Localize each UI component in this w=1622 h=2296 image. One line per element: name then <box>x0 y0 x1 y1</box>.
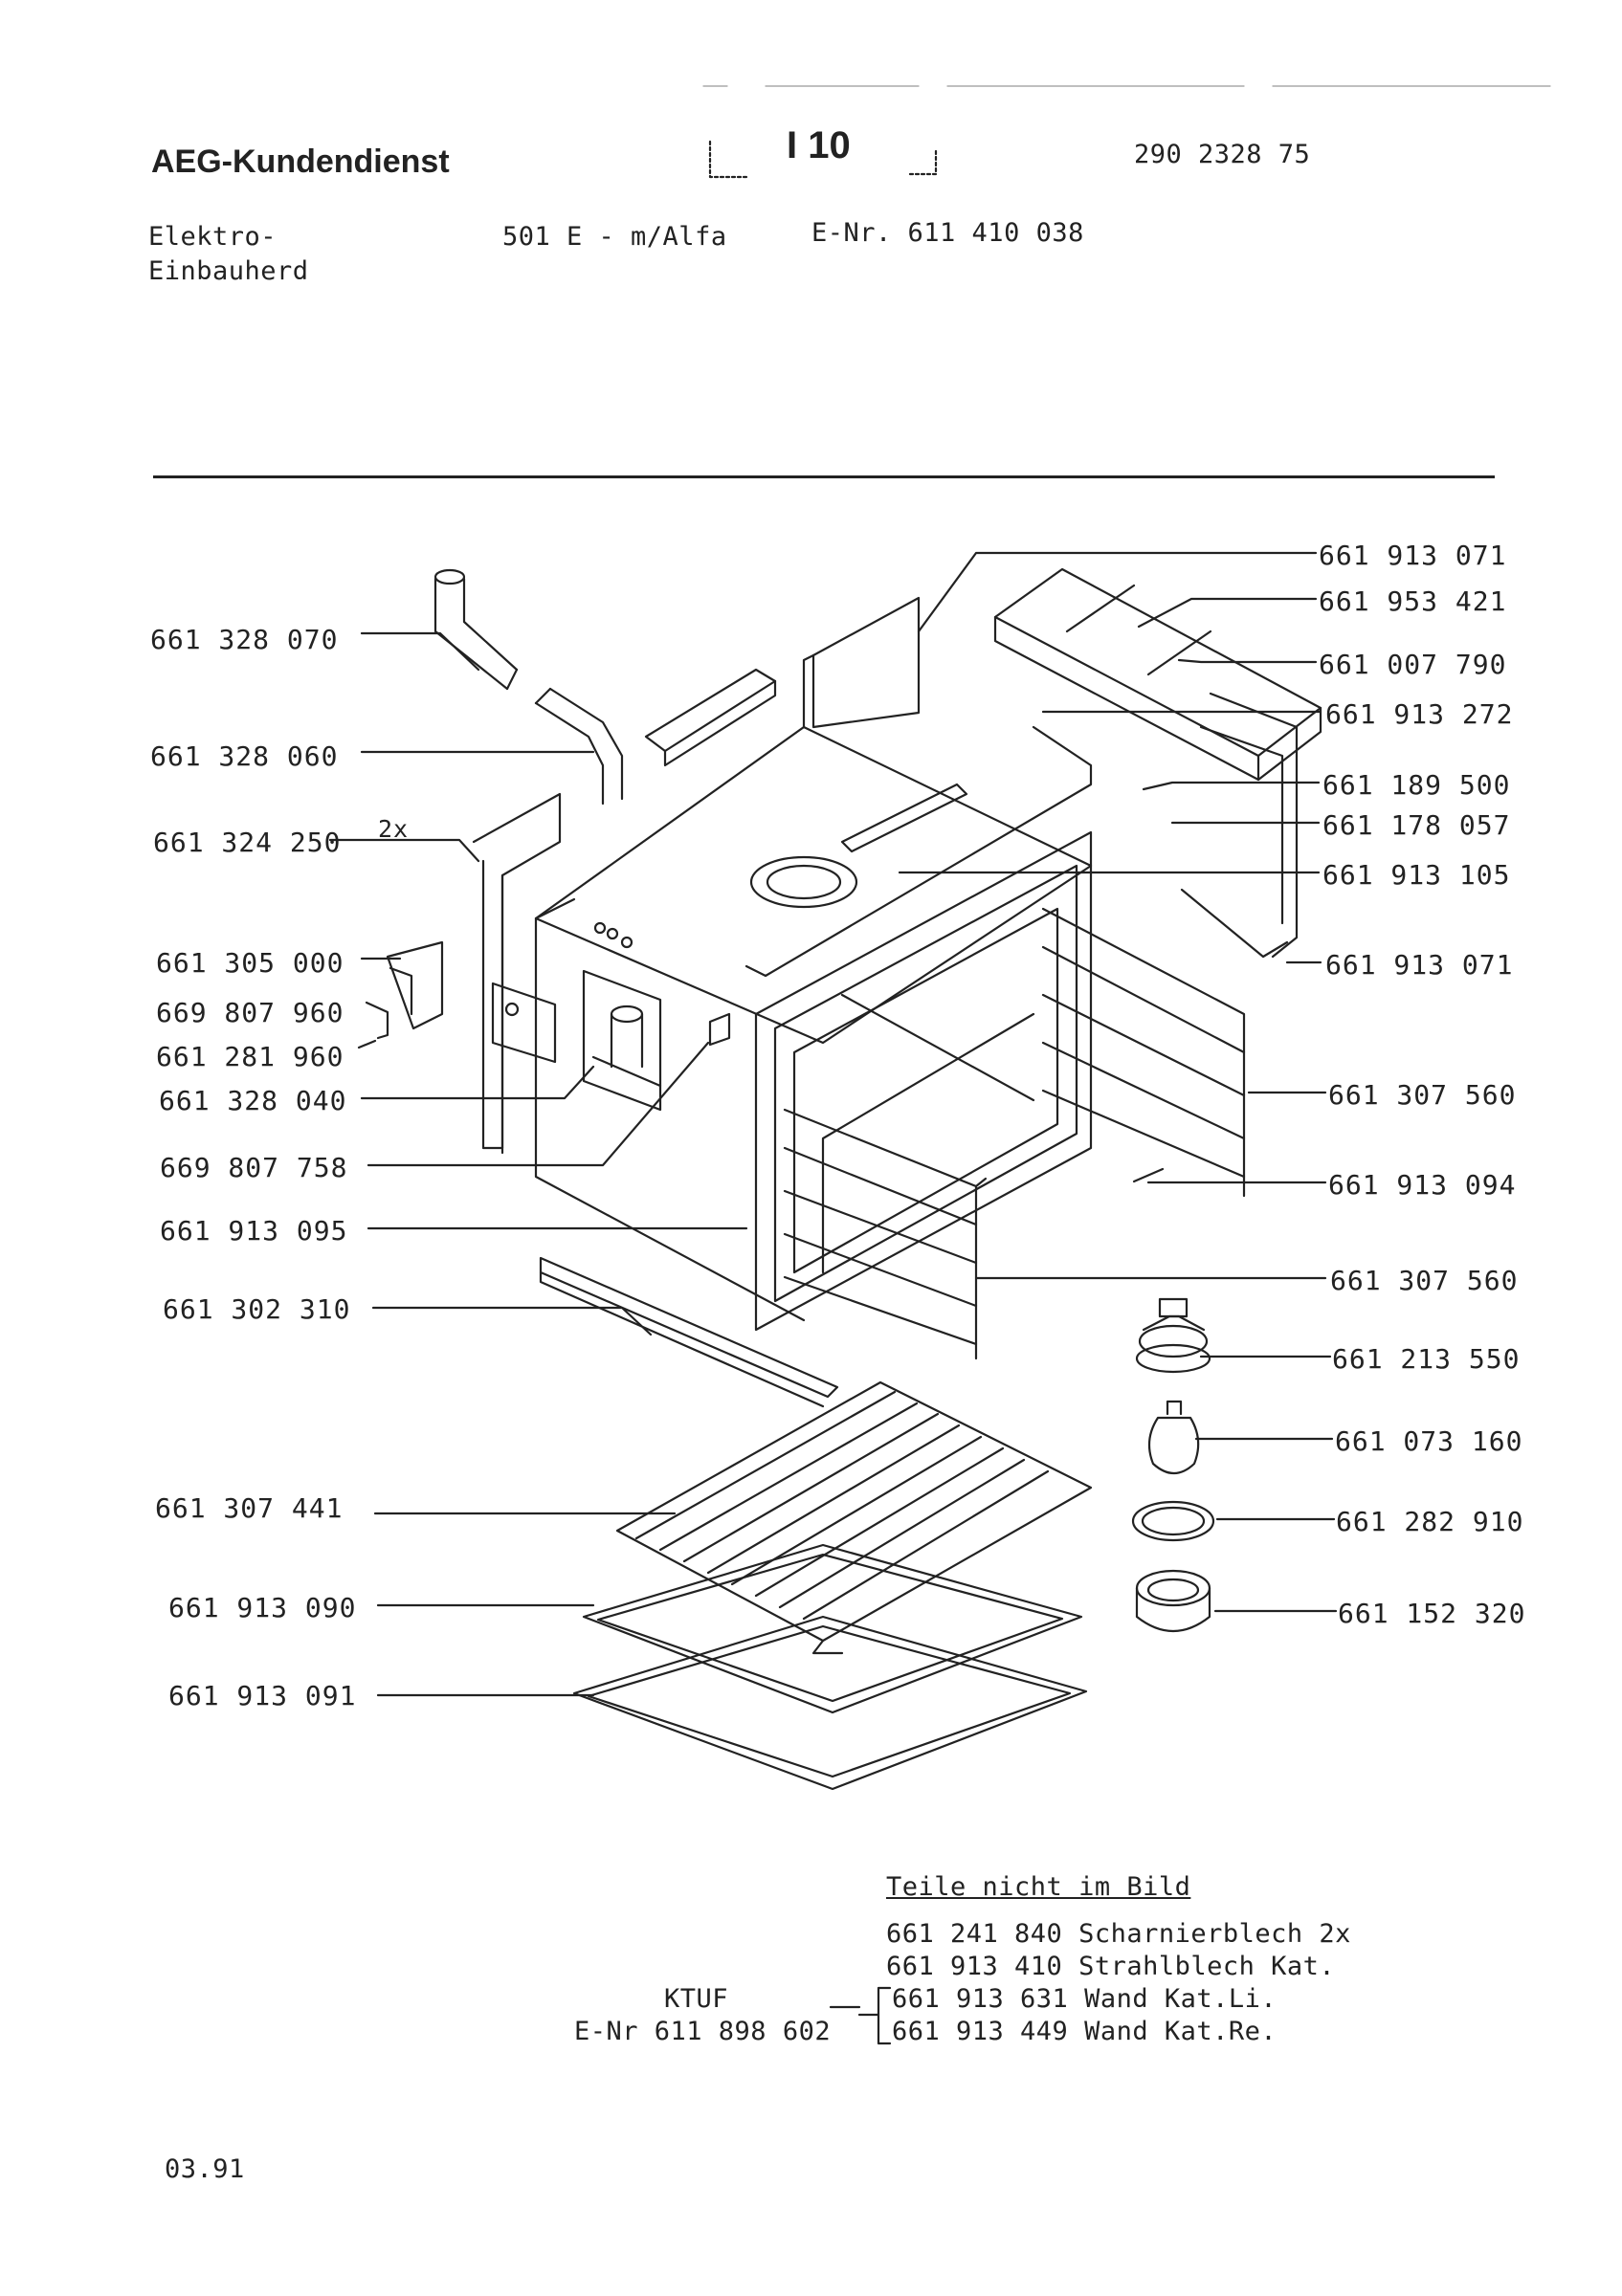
part-label-left: 661 913 091 <box>168 1680 357 1711</box>
part-label-right: 661 913 071 <box>1319 540 1507 571</box>
oven-front-frame <box>754 830 1093 1332</box>
insulation-top-strip <box>644 668 777 767</box>
bottom-strip <box>539 1256 839 1408</box>
part-label-right: 661 913 071 <box>1325 949 1514 981</box>
part-label-right: 661 307 560 <box>1330 1265 1519 1296</box>
lamp-bulb <box>1147 1400 1200 1475</box>
part-label-left: 661 913 095 <box>160 1215 348 1247</box>
not-shown-heading: Teile nicht im Bild <box>886 1872 1191 1902</box>
side-heat-plate <box>491 982 557 1064</box>
insulation-side-wrap <box>1180 692 1299 959</box>
side-strip-left <box>472 792 562 1155</box>
lamp-cover <box>1135 1569 1211 1633</box>
product-line-1: Elektro- <box>148 222 278 252</box>
part-label-right: 661 913 272 <box>1325 698 1514 730</box>
part-label-left: 661 328 070 <box>150 624 339 655</box>
part-label-right: 661 178 057 <box>1322 809 1511 841</box>
part-label-left: 669 807 758 <box>160 1152 348 1183</box>
ktuf-e-number: E-Nr 611 898 602 <box>574 2017 832 2046</box>
side-rack-left <box>783 1108 988 1360</box>
part-label-right: 661 213 550 <box>1332 1343 1521 1375</box>
lamp-gasket <box>1131 1500 1215 1542</box>
quantity-mark: 2x <box>378 815 410 843</box>
baking-tray <box>582 1543 1083 1714</box>
oven-housing <box>534 725 1093 1322</box>
top-cover-panel <box>993 567 1322 782</box>
bent-pipe-upper <box>433 568 519 691</box>
page-id-brackets <box>702 85 1551 179</box>
leader-lines-left <box>328 631 748 1697</box>
header-rule <box>153 475 1495 478</box>
part-label-left: 661 307 441 <box>155 1492 344 1524</box>
part-label-right: 661 953 421 <box>1319 585 1507 617</box>
not-shown-item: 661 913 449 Wand Kat.Re. <box>892 2017 1278 2046</box>
page-id: I 10 <box>787 124 851 166</box>
footer-date: 03.91 <box>165 2154 245 2184</box>
part-label-left: 661 328 060 <box>150 740 339 772</box>
part-label-right: 661 007 790 <box>1319 649 1507 680</box>
lamp-socket <box>1135 1297 1211 1374</box>
part-label-right: 661 152 320 <box>1338 1598 1526 1629</box>
not-shown-item: 661 913 410 Strahlblech Kat. <box>886 1952 1336 1981</box>
ktuf-bracket <box>829 1986 892 2045</box>
ktuf-label: KTUF <box>664 1984 729 2014</box>
part-label-right: 661 913 094 <box>1328 1169 1517 1201</box>
part-label-left: 661 913 090 <box>168 1592 357 1623</box>
small-clip-part <box>357 1001 389 1049</box>
part-label-right: 661 913 105 <box>1322 859 1511 891</box>
leader-lines-right <box>898 551 1338 1613</box>
bracket-part <box>386 940 444 1030</box>
part-label-right: 661 073 160 <box>1335 1425 1523 1457</box>
part-label-left: 661 324 250 <box>153 827 342 858</box>
part-label-left: 661 302 310 <box>163 1293 351 1325</box>
not-shown-item: 661 241 840 Scharnierblech 2x <box>886 1919 1351 1949</box>
bent-pipe-lower <box>534 687 624 806</box>
tray-frame <box>572 1615 1088 1791</box>
not-shown-item: 661 913 631 Wand Kat.Li. <box>892 1984 1278 2014</box>
doc-number: 290 2328 75 <box>1134 140 1311 169</box>
part-label-left: 661 281 960 <box>156 1041 344 1072</box>
thermostat-sensor <box>582 969 662 1112</box>
connector-block <box>708 1012 731 1047</box>
insulation-back-pad <box>802 596 921 729</box>
e-number: E-Nr. 611 410 038 <box>811 218 1084 248</box>
brand-title: AEG-Kundendienst <box>151 144 450 180</box>
part-label-right: 661 307 560 <box>1328 1079 1517 1111</box>
part-label-left: 661 305 000 <box>156 947 344 979</box>
wire-shelf <box>615 1380 1093 1655</box>
model-name: 501 E - m/Alfa <box>502 222 727 252</box>
product-line-2: Einbauherd <box>148 256 309 286</box>
part-label-right: 661 189 500 <box>1322 769 1511 801</box>
side-rack-right <box>1041 907 1246 1198</box>
part-label-left: 661 328 040 <box>159 1085 347 1116</box>
part-label-right: 661 282 910 <box>1336 1506 1524 1537</box>
part-label-left: 669 807 960 <box>156 997 344 1028</box>
